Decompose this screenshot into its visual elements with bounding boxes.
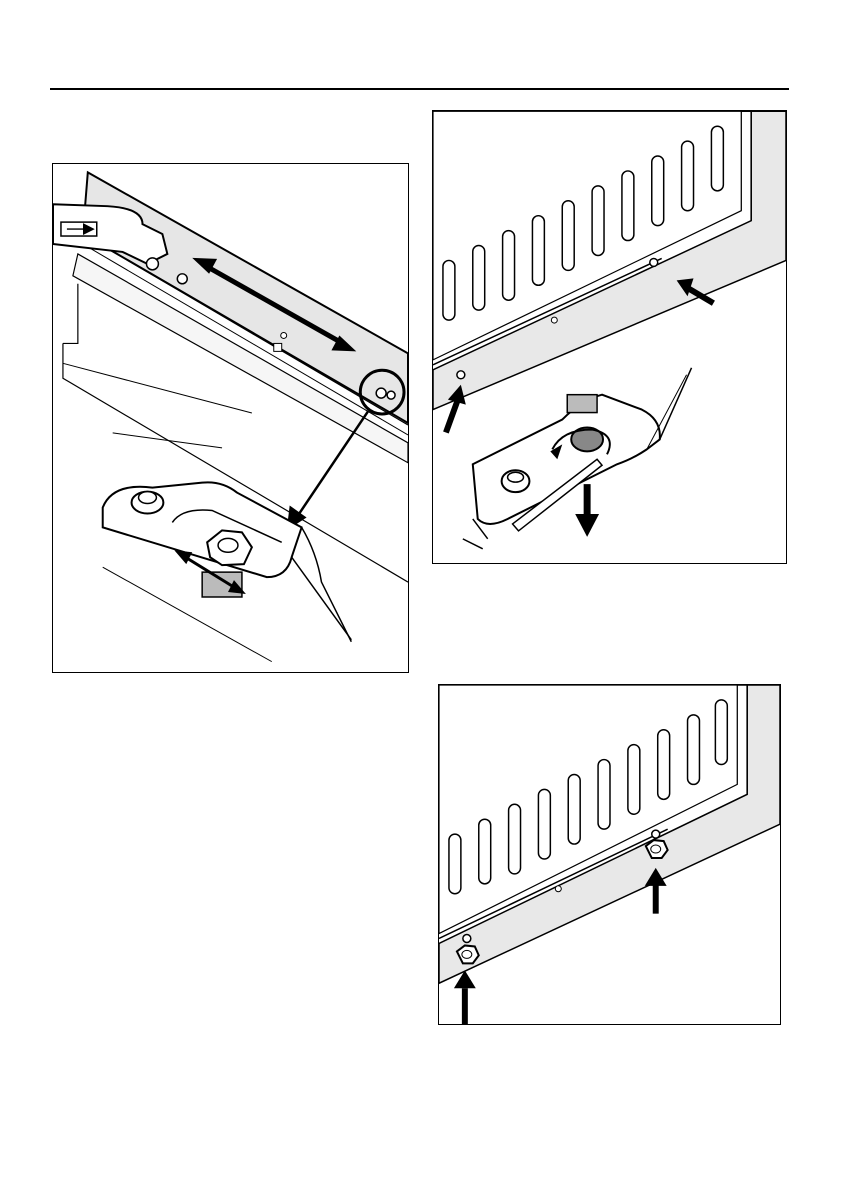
hinge-adjustment-drawing bbox=[53, 164, 408, 672]
hinge-adjustment-illustration bbox=[52, 163, 409, 673]
door-lower-fixing-illustration bbox=[432, 110, 787, 564]
arrow-down bbox=[575, 514, 599, 537]
door-cover-caps-drawing bbox=[439, 685, 780, 1024]
door-lower-fixing-drawing bbox=[433, 111, 786, 563]
fixing-bracket bbox=[473, 395, 660, 524]
door-cover-caps-illustration bbox=[438, 684, 781, 1025]
header-rule bbox=[50, 88, 789, 90]
hinge-bracket-detail bbox=[103, 482, 302, 577]
